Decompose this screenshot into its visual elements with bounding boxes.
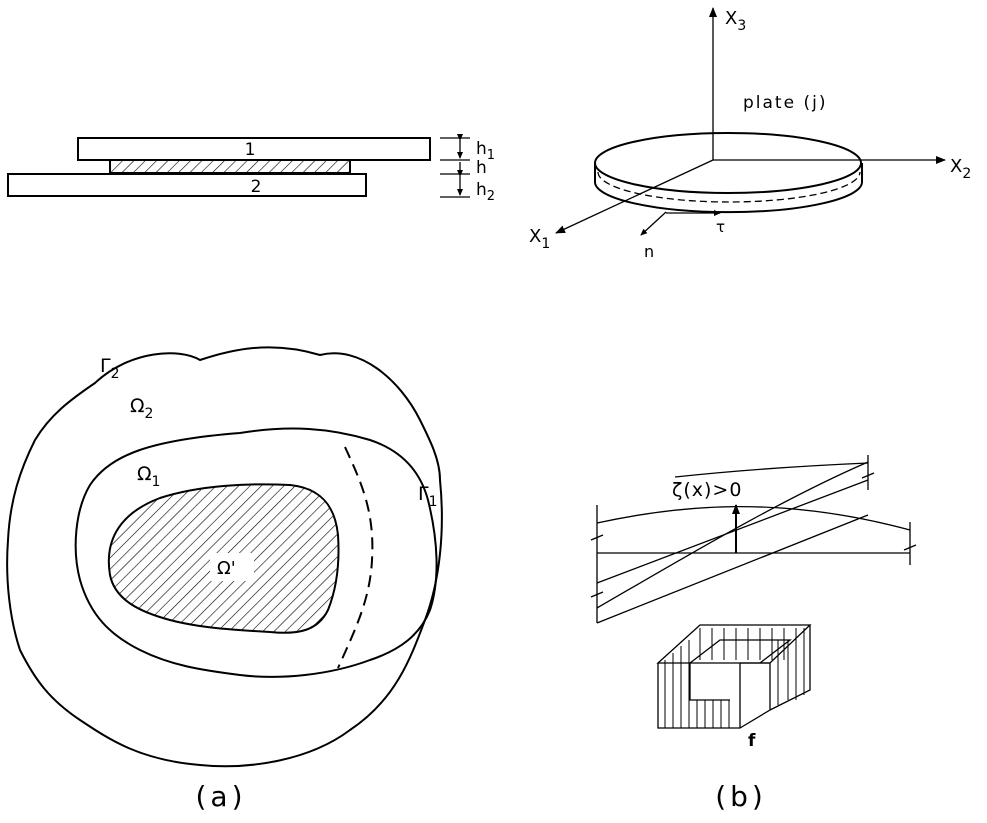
gap-condition-label: ζ(x)>0 [672, 479, 742, 501]
break-mark-right [861, 455, 875, 490]
normal-label: n [644, 242, 654, 261]
gamma1-boundary [74, 427, 438, 678]
plate-lower-rim [594, 163, 863, 214]
tangent-label: τ [716, 218, 725, 236]
caption-a: (a) [195, 780, 246, 813]
x1-axis [555, 159, 714, 234]
break-mark-right-low [903, 522, 917, 565]
x1-label: X1 [529, 226, 550, 252]
thickness-dimensions [440, 134, 470, 198]
upper-surface-curve [596, 461, 869, 609]
h2-label: h2 [476, 180, 495, 204]
x2-label: X2 [950, 156, 971, 182]
plate-2 [7, 173, 367, 197]
gamma2-boundary [6, 346, 443, 768]
plate-axes-diagram: X3 X2 X1 plate (j) n τ [529, 7, 971, 261]
bond-layer [109, 159, 351, 174]
plate-2-label: 2 [251, 177, 262, 197]
gap-diagram: ζ(x)>0 f [590, 455, 917, 751]
domain-diagram: Γ2 Ω2 Ω1 Γ1 Ω' [6, 346, 443, 768]
plate-1-label: 1 [245, 140, 256, 160]
break-mark-left [590, 505, 604, 623]
omega2-label: Ω2 [130, 395, 153, 422]
normal-vector [640, 211, 667, 236]
x3-label: X3 [725, 8, 746, 34]
lower-plane-diagonal-2 [596, 514, 869, 624]
omega-prime-label-bg [210, 553, 254, 581]
upper-surface-back [674, 462, 869, 478]
lower-plane-diagonal [596, 479, 869, 584]
omega-prime-label: Ω' [217, 558, 236, 579]
gamma2-label: Γ2 [100, 355, 120, 382]
force-label: f [748, 731, 756, 751]
omega1-label: Ω1 [137, 463, 160, 490]
gamma1-label: Γ1 [418, 483, 438, 510]
h1-label: h1 [476, 139, 495, 163]
force-arrows [664, 628, 805, 728]
layer-stack: 1 2 h1 h h2 [7, 134, 495, 204]
caption-b: (b) [715, 780, 767, 813]
plate-title: plate (j) [743, 93, 827, 113]
h-label: h [476, 158, 487, 178]
gamma2-hidden-boundary [337, 446, 374, 669]
force-box [656, 624, 812, 729]
plate-mid-plane [597, 171, 861, 203]
plate-top-surface [594, 132, 862, 194]
